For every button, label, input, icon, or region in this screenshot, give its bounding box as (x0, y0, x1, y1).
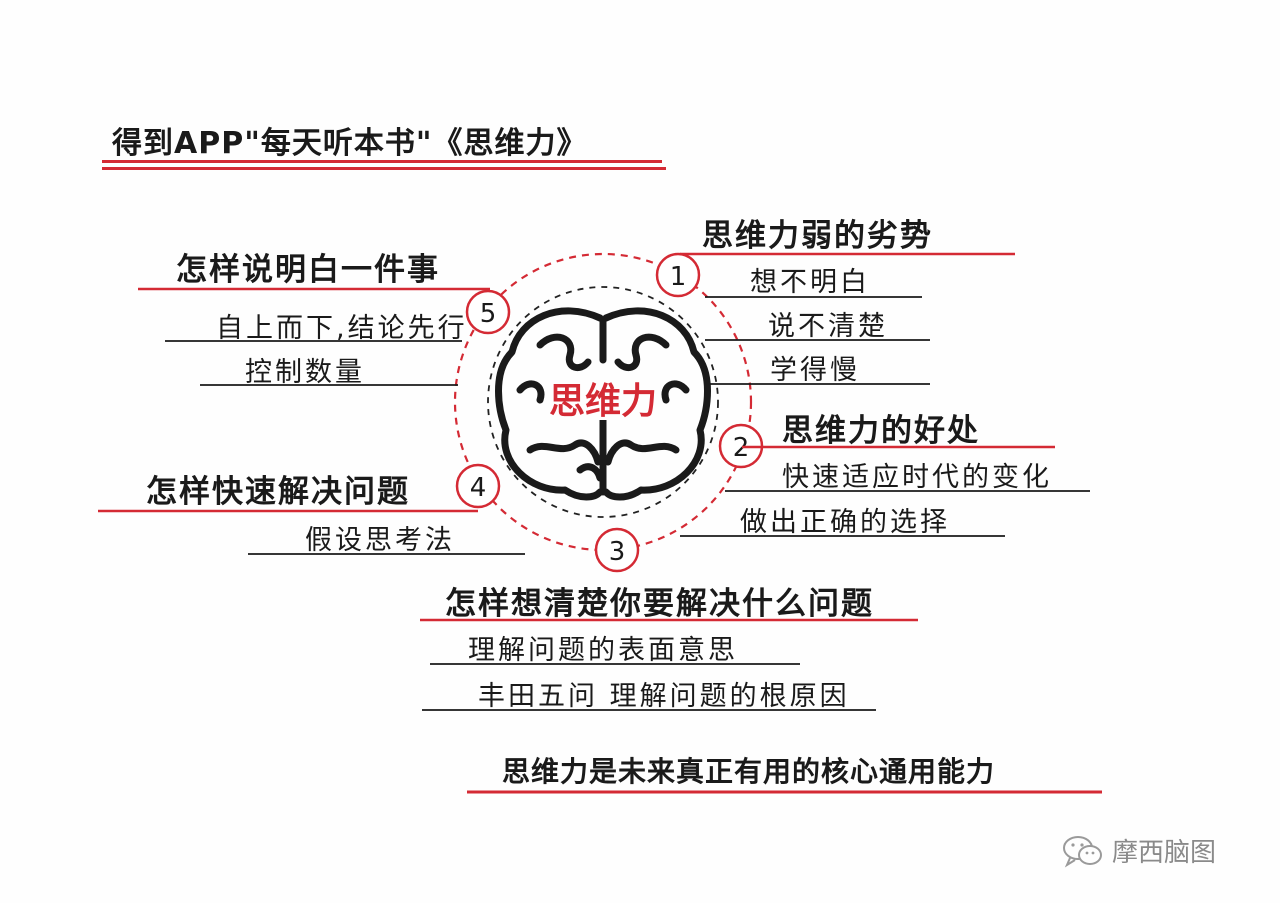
brain-label-bg (548, 380, 658, 420)
node-number-2: 2 (733, 433, 750, 463)
watermark: 摩西脑图 (1062, 832, 1216, 869)
outer-dashed-ring (453, 252, 753, 552)
branch4-heading: 怎样快速解决问题 (146, 474, 410, 510)
page-title: 得到APP"每天听本书"《思维力》 (112, 126, 588, 161)
branch3-item-1: 理解问题的表面意思 (468, 635, 738, 666)
inner-dashed-ring (487, 286, 719, 518)
branch3-item-2: 丰田五问 理解问题的根原因 (478, 681, 850, 712)
node-5: 5 (465, 289, 511, 335)
node-2: 2 (718, 423, 764, 469)
node-number-4: 4 (470, 473, 487, 503)
node-number-3: 3 (609, 537, 626, 567)
branch2-item-2: 做出正确的选择 (740, 507, 950, 538)
conclusion-text: 思维力是未来真正有用的核心通用能力 (502, 755, 996, 788)
title-underline (102, 160, 662, 163)
brain-icon (495, 307, 711, 501)
branch1-heading: 思维力弱的劣势 (702, 218, 933, 254)
branch5-item-2: 控制数量 (245, 357, 365, 388)
node-number-5: 5 (480, 299, 497, 329)
node-4: 4 (455, 463, 501, 509)
branch5-item-1: 自上而下,结论先行 (216, 313, 468, 344)
branch2-heading: 思维力的好处 (782, 413, 980, 449)
center-label: 思维力 (549, 381, 657, 422)
node-number-1: 1 (670, 262, 687, 292)
title-underline-2 (102, 167, 666, 170)
watermark-text: 摩西脑图 (1112, 838, 1217, 868)
branch4-item-1: 假设思考法 (305, 525, 455, 556)
node-1: 1 (655, 252, 701, 298)
branch1-item-3: 学得慢 (770, 355, 860, 386)
chat-bubble-icon (1063, 835, 1102, 868)
branch1-item-1: 想不明白 (750, 267, 870, 298)
node-3: 3 (594, 527, 640, 573)
branch1-item-2: 说不清楚 (768, 311, 888, 342)
branch2-item-1: 快速适应时代的变化 (782, 462, 1052, 493)
branch5-heading: 怎样说明白一件事 (176, 252, 440, 288)
branch3-heading: 怎样想清楚你要解决什么问题 (445, 586, 874, 622)
